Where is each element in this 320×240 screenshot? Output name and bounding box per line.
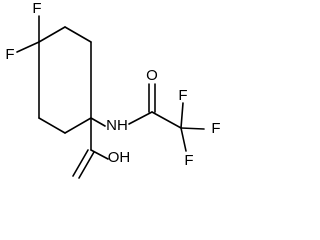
atom-label-f-cf3-right: F — [211, 120, 220, 137]
ring-bond-quaternary-bottom — [64, 117, 92, 134]
bond-nh-carbonyl — [128, 111, 153, 125]
atom-label-nh: NH — [106, 117, 128, 134]
bond-carboxyl-o-1 — [72, 149, 89, 177]
atom-label-f-left: F — [5, 46, 14, 63]
bond-c-f-left — [16, 41, 40, 53]
atom-label-f-cf3-top: F — [178, 87, 187, 104]
bond-cf3-f-top — [180, 102, 184, 129]
bond-carbonyl-cf3 — [151, 111, 182, 129]
ring-bond-cf2-top — [38, 26, 66, 43]
atom-label-f-cf3-bottom: F — [184, 152, 193, 169]
cyclohexane-ring — [38, 26, 92, 134]
ring-bond-top-right — [64, 26, 92, 43]
bond-c-nh — [90, 117, 106, 127]
bond-cf3-f-bottom — [180, 127, 187, 152]
bond-carboxyl-o-2 — [78, 151, 95, 179]
atom-label-o-carbonyl: O — [146, 67, 158, 84]
ring-bond-bottom-left — [38, 117, 66, 134]
chemical-structure-diagram: F F O NH F F F OH — [5, 0, 221, 179]
atom-label-oh: OH — [108, 149, 131, 166]
bond-cf3-f-right — [180, 127, 205, 130]
atom-label-f-top: F — [32, 0, 41, 17]
